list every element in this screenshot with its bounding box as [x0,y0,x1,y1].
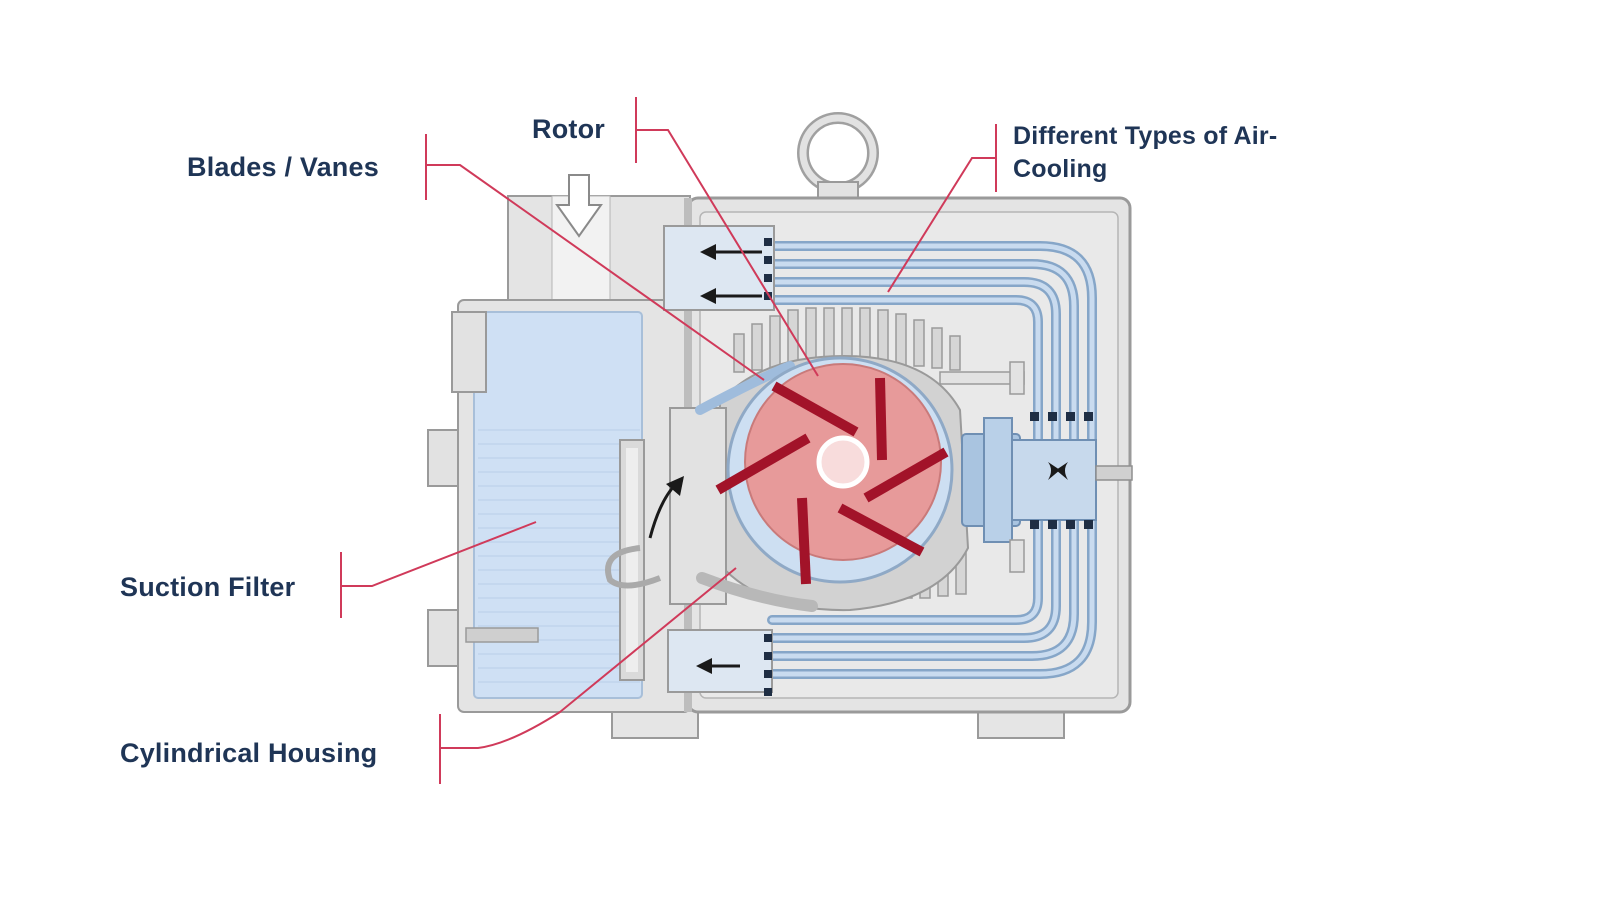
rotor [744,363,942,561]
air-flow-arrow-icon [648,476,684,539]
label-rotor: Rotor [532,114,605,144]
intake-arrow-icon [555,174,603,238]
label-blades-vanes: Blades / Vanes [187,152,379,182]
coupling-icon [939,361,1133,573]
housing-leader [440,567,737,749]
filter-leader [341,521,537,587]
tube-fittings-bottom [667,629,773,696]
label-cylindrical-housing: Cylindrical Housing [120,738,378,768]
label-air-cooling: Different Types of Air-Cooling [1013,122,1278,183]
cooling-leader [887,157,996,293]
blades-vanes [715,377,949,585]
label-suction-filter: Suction Filter [120,572,296,602]
rotor-shaft [816,435,870,489]
suction-filter [427,195,691,713]
leader-lines [340,97,997,784]
lifting-eye-icon [797,112,879,203]
tube-fittings-top [663,225,775,311]
blades-leader [426,164,765,381]
rotor-leader [636,129,819,377]
